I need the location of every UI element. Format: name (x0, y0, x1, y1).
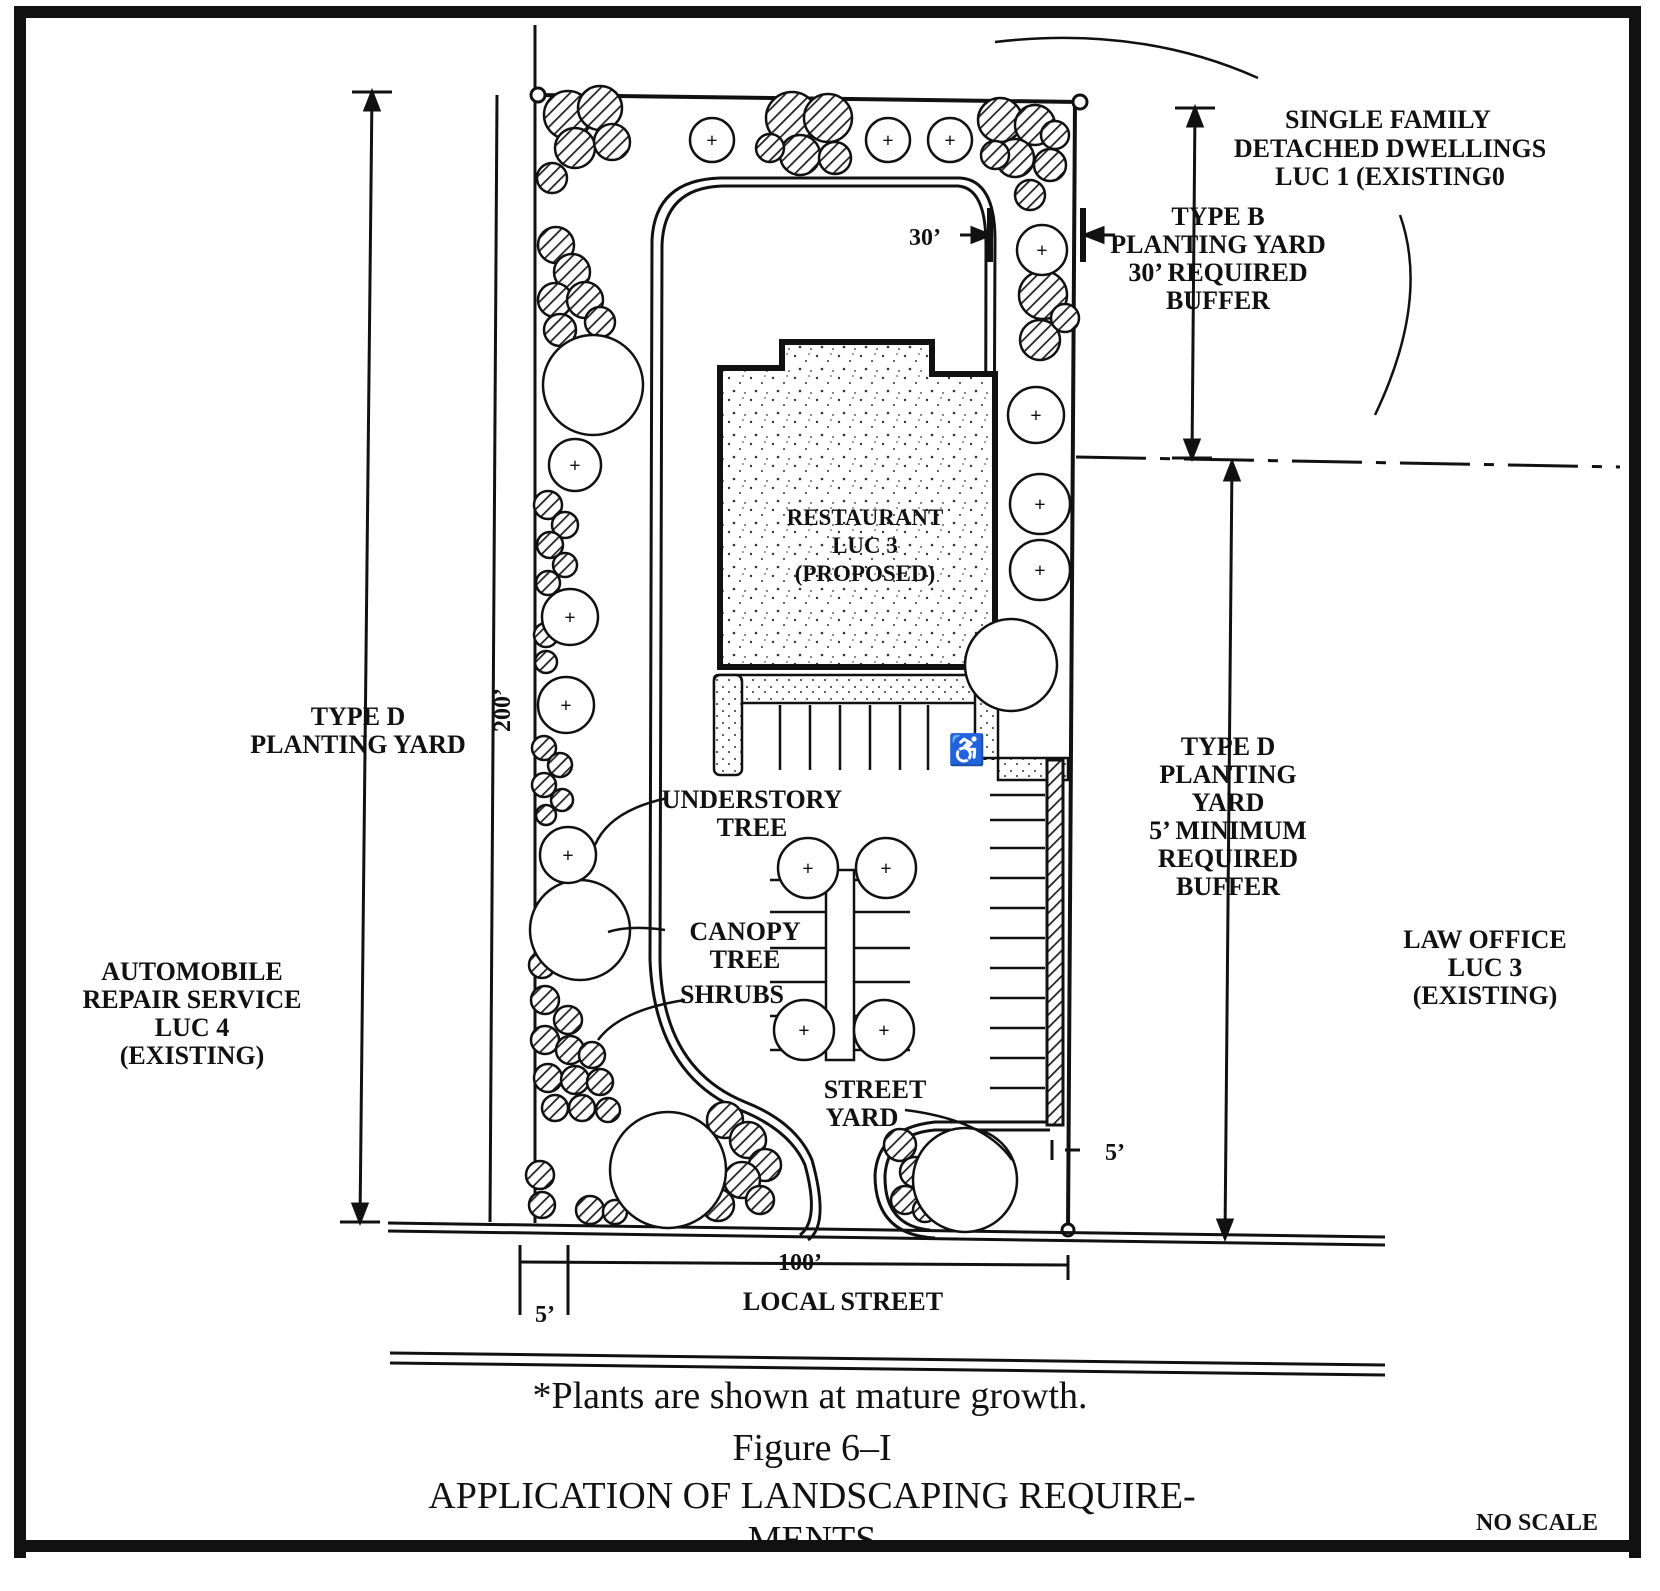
svg-text:+: + (1030, 405, 1041, 427)
svg-text:+: + (944, 130, 955, 152)
label-local-street: LOCAL STREET (743, 1287, 943, 1316)
parking-stripes-right (990, 793, 1045, 1090)
local-street (387, 1221, 1386, 1377)
label-law-existing: (EXISTING) (1413, 981, 1557, 1010)
label-dim-200: 200’ (490, 688, 516, 732)
figure-title: APPLICATION OF LANDSCAPING REQUIRE- (428, 1475, 1195, 1517)
figure-number: Figure 6–I (732, 1427, 891, 1469)
svg-text:+: + (564, 607, 575, 629)
label-restaurant: RESTAURANT (787, 505, 944, 530)
label-canopy: CANOPY (689, 917, 800, 946)
label-dim-5-bottom: 5’ (535, 1302, 555, 1328)
label-single-family: SINGLE FAMILY (1285, 105, 1491, 134)
label-type-d-left-planting-yard: PLANTING YARD (250, 730, 466, 759)
bottom-margin (26, 1546, 1629, 1591)
label-type-d-right-buffer: BUFFER (1176, 872, 1280, 901)
figure-border (14, 6, 1641, 1558)
svg-text:+: + (802, 858, 813, 880)
svg-text:+: + (882, 130, 893, 152)
label-no-scale: NO SCALE (1476, 1510, 1598, 1536)
label-restaurant-luc3: LUC 3 (832, 533, 898, 558)
label-dim-5-right: 5’ (1105, 1140, 1125, 1166)
note-mature-growth: *Plants are shown at mature growth. (532, 1375, 1087, 1417)
driveway (648, 176, 1058, 1242)
label-understory: UNDERSTORY (662, 785, 843, 814)
svg-text:+: + (706, 130, 717, 152)
svg-text:+: + (880, 858, 891, 880)
dimension-lines (340, 87, 1242, 1315)
label-30-required: 30’ REQUIRED (1128, 258, 1307, 287)
label-understory-tree: TREE (717, 813, 788, 842)
svg-text:+: + (1034, 560, 1045, 582)
svg-text:+: + (798, 1020, 809, 1042)
label-law-office: LAW OFFICE (1403, 925, 1567, 954)
label-automobile: AUTOMOBILE (101, 957, 283, 986)
svg-text:+: + (562, 845, 573, 867)
label-type-d-right-planting: PLANTING (1159, 760, 1296, 789)
label-5-minimum: 5’ MINIMUM (1149, 816, 1307, 845)
label-repair-service: REPAIR SERVICE (83, 985, 302, 1014)
restaurant-building (717, 339, 998, 670)
svg-text:+: + (1036, 240, 1047, 262)
label-type-d-right-yard: YARD (1192, 788, 1265, 817)
label-street: STREET (824, 1075, 927, 1104)
label-luc1: LUC 1 (EXISTING0 (1275, 162, 1505, 191)
svg-text:+: + (569, 455, 580, 477)
label-type-d-right: TYPE D (1181, 732, 1276, 761)
label-law-luc3: LUC 3 (1448, 953, 1522, 982)
label-luc4: LUC 4 (155, 1013, 229, 1042)
hatched-shrubs (524, 84, 1081, 1226)
label-canopy-tree: TREE (710, 945, 781, 974)
label-auto-existing: (EXISTING) (120, 1041, 264, 1070)
hedge-strip-right (1045, 758, 1065, 1127)
understory-trees (536, 116, 1072, 1062)
label-type-b: TYPE B (1171, 202, 1264, 231)
label-proposed: (PROPOSED) (795, 561, 936, 586)
label-dim-100: 100’ (778, 1250, 822, 1276)
svg-text:+: + (560, 695, 571, 717)
site-lot (529, 25, 1621, 1238)
parking-stripes-top (778, 705, 930, 770)
label-required: REQUIRED (1158, 844, 1298, 873)
label-type-d-left: TYPE D (311, 702, 406, 731)
svg-text:+: + (1034, 494, 1045, 516)
label-type-b-planting-yard: PLANTING YARD (1110, 230, 1326, 259)
label-shrubs: SHRUBS (680, 980, 784, 1009)
label-street-yard: YARD (826, 1103, 899, 1132)
svg-text:+: + (878, 1020, 889, 1042)
accessible-parking-icon: ♿ (948, 732, 985, 767)
label-dim-30: 30’ (909, 225, 941, 251)
label-type-b-buffer: BUFFER (1166, 286, 1270, 315)
tree-centre-marks: + + + + + + + + + + + + + + + (560, 130, 1047, 1042)
leader-arrows (593, 36, 1412, 1161)
label-detached-dwellings: DETACHED DWELLINGS (1234, 134, 1546, 163)
